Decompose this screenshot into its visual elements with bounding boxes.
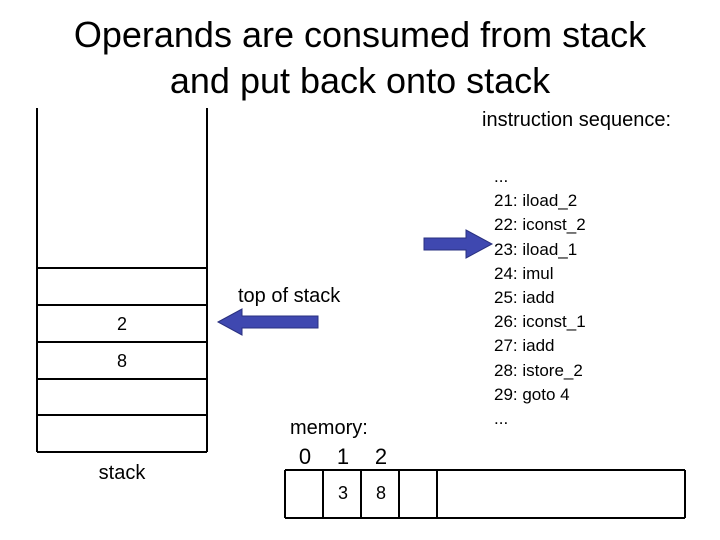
memory-cell-value: 8 [375, 483, 386, 503]
instruction-line-current: 23: iload_1 [494, 239, 578, 259]
stack-container [36, 108, 208, 453]
stack-caption: stack [98, 462, 146, 484]
title-line-2: and put back onto stack [169, 60, 551, 101]
memory-cell-value: 3 [337, 483, 348, 503]
instruction-sequence-heading: instruction sequence: [482, 109, 672, 131]
memory-array [284, 469, 686, 519]
memory-index: 0 [298, 444, 312, 469]
instruction-line: 21: iload_2 [494, 191, 578, 211]
top-of-stack-arrow-icon [216, 308, 319, 336]
instruction-line: 28: istore_2 [494, 360, 583, 380]
instruction-line: 27: iadd [494, 336, 555, 356]
stack-value-top: 2 [116, 314, 127, 334]
memory-index: 1 [336, 444, 350, 469]
instruction-line: 22: iconst_2 [494, 215, 586, 235]
memory-index: 2 [374, 444, 388, 469]
slide-title: Operands are consumed from stack and put… [0, 12, 720, 104]
instruction-line: 29: goto 4 [494, 384, 570, 404]
instruction-line: 24: imul [494, 263, 554, 283]
instruction-line: ... [494, 167, 509, 186]
instruction-line: 25: iadd [494, 288, 555, 308]
top-of-stack-label: top of stack [238, 285, 341, 307]
instruction-list: ... 21: iload_2 22: iconst_2 23: iload_1… [494, 165, 586, 431]
instruction-line: ... [494, 409, 509, 429]
title-line-1: Operands are consumed from stack [73, 14, 647, 55]
instruction-line: 26: iconst_1 [494, 312, 586, 332]
current-instruction-arrow-icon [423, 229, 494, 259]
stack-value: 8 [116, 351, 127, 371]
memory-label: memory: [290, 417, 368, 439]
